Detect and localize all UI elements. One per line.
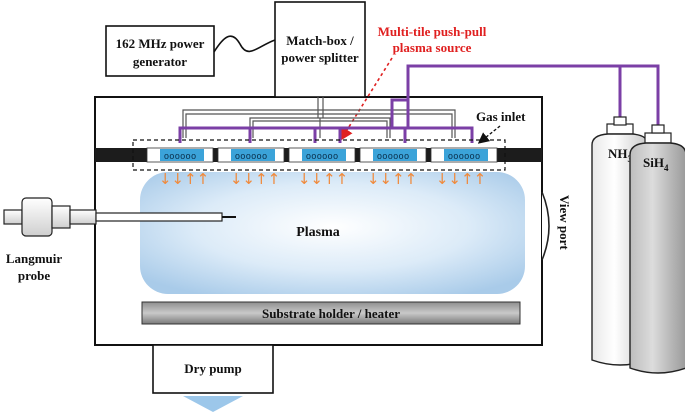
tile-2: oooooo: [217, 147, 285, 163]
power-generator-label-1: 162 MHz power: [116, 36, 205, 51]
langmuir-label-2: probe: [18, 268, 50, 283]
source-dashed-frame: [132, 139, 506, 171]
rf-cable: [213, 35, 276, 53]
flow-arrow-group: ↓↓↑↑: [230, 170, 280, 188]
source-label-2: plasma source: [393, 40, 472, 55]
substrate-holder: [141, 301, 521, 325]
matchbox-box: [274, 1, 366, 98]
plasma-label: Plasma: [296, 225, 340, 240]
dry-pump-label: Dry pump: [184, 361, 241, 376]
flow-arrow-group: ↓↓↑↑: [298, 170, 348, 188]
svg-text:oooooo: oooooo: [448, 152, 481, 162]
source-pointer: [340, 57, 393, 141]
source-label-1: Multi-tile push-pull: [378, 24, 487, 39]
gas-inlet-label: Gas inlet: [476, 109, 526, 124]
tile-5: oooooo: [430, 147, 498, 163]
dry-pump-box: [152, 344, 274, 394]
flow-arrow-group: ↓↓↑↑: [159, 170, 209, 188]
power-generator-label-2: generator: [133, 54, 187, 69]
flow-arrows: ↓↓↑↑ ↓↓↑↑ ↓↓↑↑ ↓↓↑↑ ↓↓↑↑: [159, 170, 486, 188]
langmuir-label-1: Langmuir: [6, 251, 63, 266]
langmuir-probe: [3, 197, 236, 237]
sih4-cylinder: [629, 124, 685, 374]
power-generator-box: [105, 25, 215, 77]
flow-arrow-group: ↓↓↑↑: [436, 170, 486, 188]
gas-inlet-pointer: [477, 125, 501, 144]
tile-array: oooooo oooooo oooooo oooooo oooooo: [146, 147, 498, 163]
pump-exhaust-arrow: [183, 396, 243, 412]
svg-text:oooooo: oooooo: [164, 152, 197, 162]
svg-text:oooooo: oooooo: [377, 152, 410, 162]
matchbox-label-1: Match-box /: [286, 33, 354, 48]
view-port-label: View port: [557, 195, 572, 250]
svg-text:oooooo: oooooo: [235, 152, 268, 162]
flow-arrow-group: ↓↓↑↑: [367, 170, 417, 188]
svg-text:oooooo: oooooo: [306, 152, 339, 162]
tile-4: oooooo: [359, 147, 427, 163]
sih4-label: SiH4: [643, 155, 669, 173]
matchbox-label-2: power splitter: [281, 50, 359, 65]
tile-3: oooooo: [288, 147, 356, 163]
tile-1: oooooo: [146, 147, 214, 163]
plasma-region: [140, 172, 525, 294]
substrate-label: Substrate holder / heater: [262, 306, 400, 321]
view-port: [541, 191, 550, 261]
